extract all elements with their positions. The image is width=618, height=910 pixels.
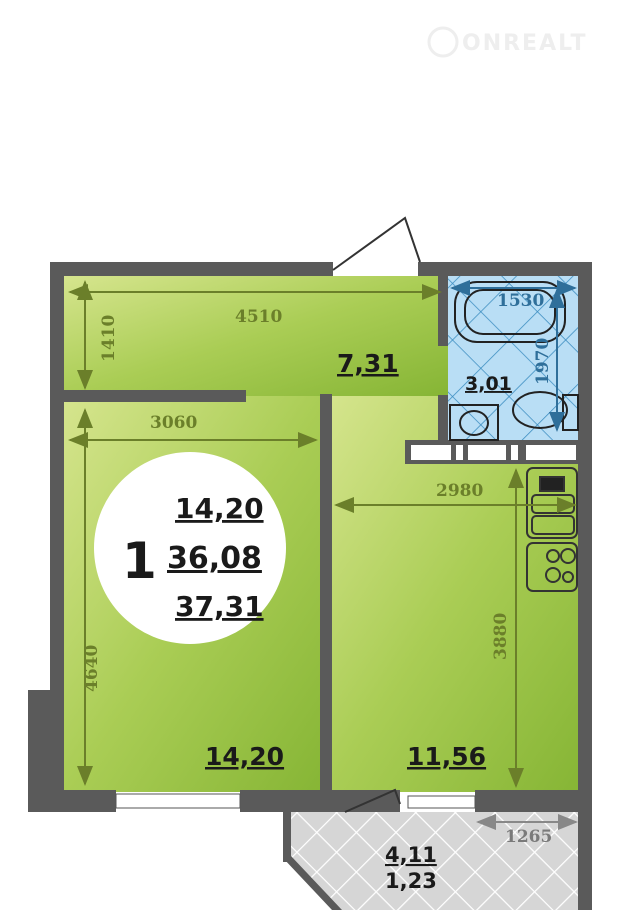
corridor-floor	[64, 276, 448, 396]
bedroom-depth-label: 4640	[82, 645, 102, 692]
bathroom-area: 3,01	[465, 373, 512, 395]
onrealt-logo: ONREALT	[427, 26, 588, 58]
balcony-area: 4,11	[385, 843, 437, 867]
bedroom-area: 14,20	[205, 742, 284, 771]
bedroom-width-label: 3060	[150, 413, 197, 433]
bathroom-dimension-lines	[450, 280, 577, 432]
dimension-lines	[68, 280, 577, 788]
balcony-width-label: 1265	[505, 827, 552, 847]
svg-text:ONREALT: ONREALT	[462, 31, 588, 56]
total-area: 36,08	[167, 541, 262, 576]
entrance-door	[332, 216, 421, 271]
kitchen-depth-label: 3880	[491, 613, 511, 660]
vent-strip	[411, 445, 576, 460]
balcony-floor	[290, 812, 580, 910]
living-area: 14,20	[175, 492, 264, 525]
corridor-width-label: 4510	[235, 307, 282, 327]
balcony-reduced-area: 1,23	[385, 869, 437, 893]
bedroom-window	[115, 793, 241, 809]
corridor-depth-label: 1410	[99, 315, 119, 362]
corridor-area: 7,31	[337, 349, 399, 378]
summary-badge	[94, 452, 286, 644]
room-count: 1	[122, 532, 157, 590]
kitchen-width-label: 2980	[436, 481, 483, 501]
kitchen-area: 11,56	[407, 742, 486, 771]
balcony-door	[344, 788, 401, 813]
bathroom-width-label: 1530	[497, 291, 544, 311]
walls	[28, 262, 592, 910]
total-with-balcony-area: 37,31	[175, 590, 264, 623]
kitchen-window	[407, 795, 476, 809]
bathroom-depth-label: 1970	[533, 338, 553, 385]
